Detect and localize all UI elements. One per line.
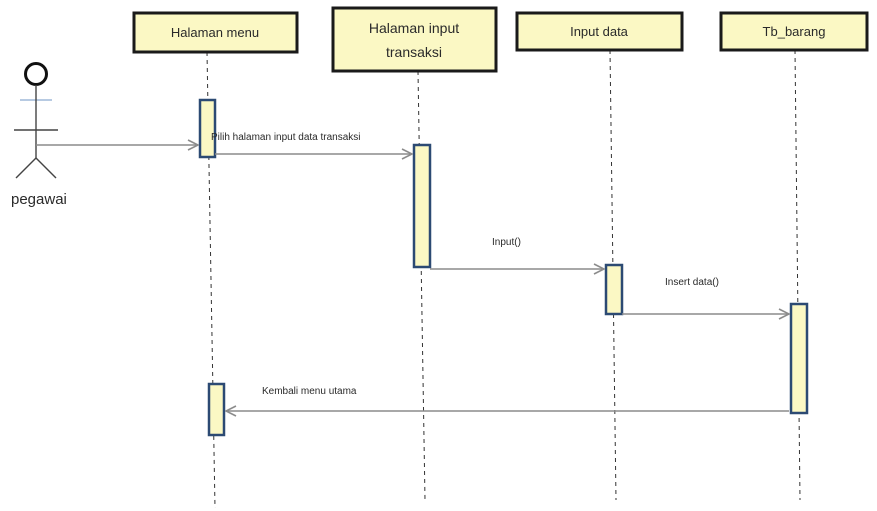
message-pilih-halaman: Pilih halaman input data transaksi (211, 132, 412, 154)
message-kembali-menu: Kembali menu utama (226, 386, 789, 411)
message-label: Insert data() (665, 277, 719, 288)
lifeline-menu: Halaman menu (132, 11, 299, 509)
activation-bar-menu-1 (198, 98, 217, 159)
lifeline-input-transaksi-line (417, 70, 426, 501)
lifeline-tb-barang: Tb_barang (719, 11, 869, 501)
lifeline-input-transaksi: Halaman input transaksi (331, 6, 498, 501)
activation-bar-input-transaksi (412, 143, 432, 269)
lifeline-input-transaksi-label-line2: transaksi (386, 44, 442, 60)
stick-figure-icon (14, 62, 58, 179)
lifeline-input-data: Input data (515, 11, 684, 501)
lifeline-input-data-label: Input data (570, 24, 629, 39)
actor-pegawai: pegawai (11, 62, 67, 208)
message-label: Kembali menu utama (262, 386, 357, 397)
lifeline-input-transaksi-box (331, 6, 498, 73)
lifeline-tb-barang-line (794, 49, 801, 501)
lifeline-menu-label: Halaman menu (171, 25, 259, 40)
activation-bar-input-data (604, 263, 624, 316)
message-input: Input() (430, 237, 604, 269)
message-insert-data: Insert data() (622, 277, 789, 314)
activation-bar-tb-barang (789, 302, 809, 415)
actor-name: pegawai (11, 191, 67, 208)
lifeline-input-data-box (515, 11, 684, 52)
lifeline-tb-barang-label: Tb_barang (763, 24, 826, 39)
lifeline-input-transaksi-label-line1: Halaman input (369, 20, 459, 36)
message-label: Input() (492, 237, 521, 248)
activation-bar-menu-2 (207, 382, 226, 437)
lifeline-tb-barang-box (719, 11, 869, 52)
message-label: Pilih halaman input data transaksi (211, 132, 361, 143)
lifeline-menu-box (132, 11, 299, 54)
